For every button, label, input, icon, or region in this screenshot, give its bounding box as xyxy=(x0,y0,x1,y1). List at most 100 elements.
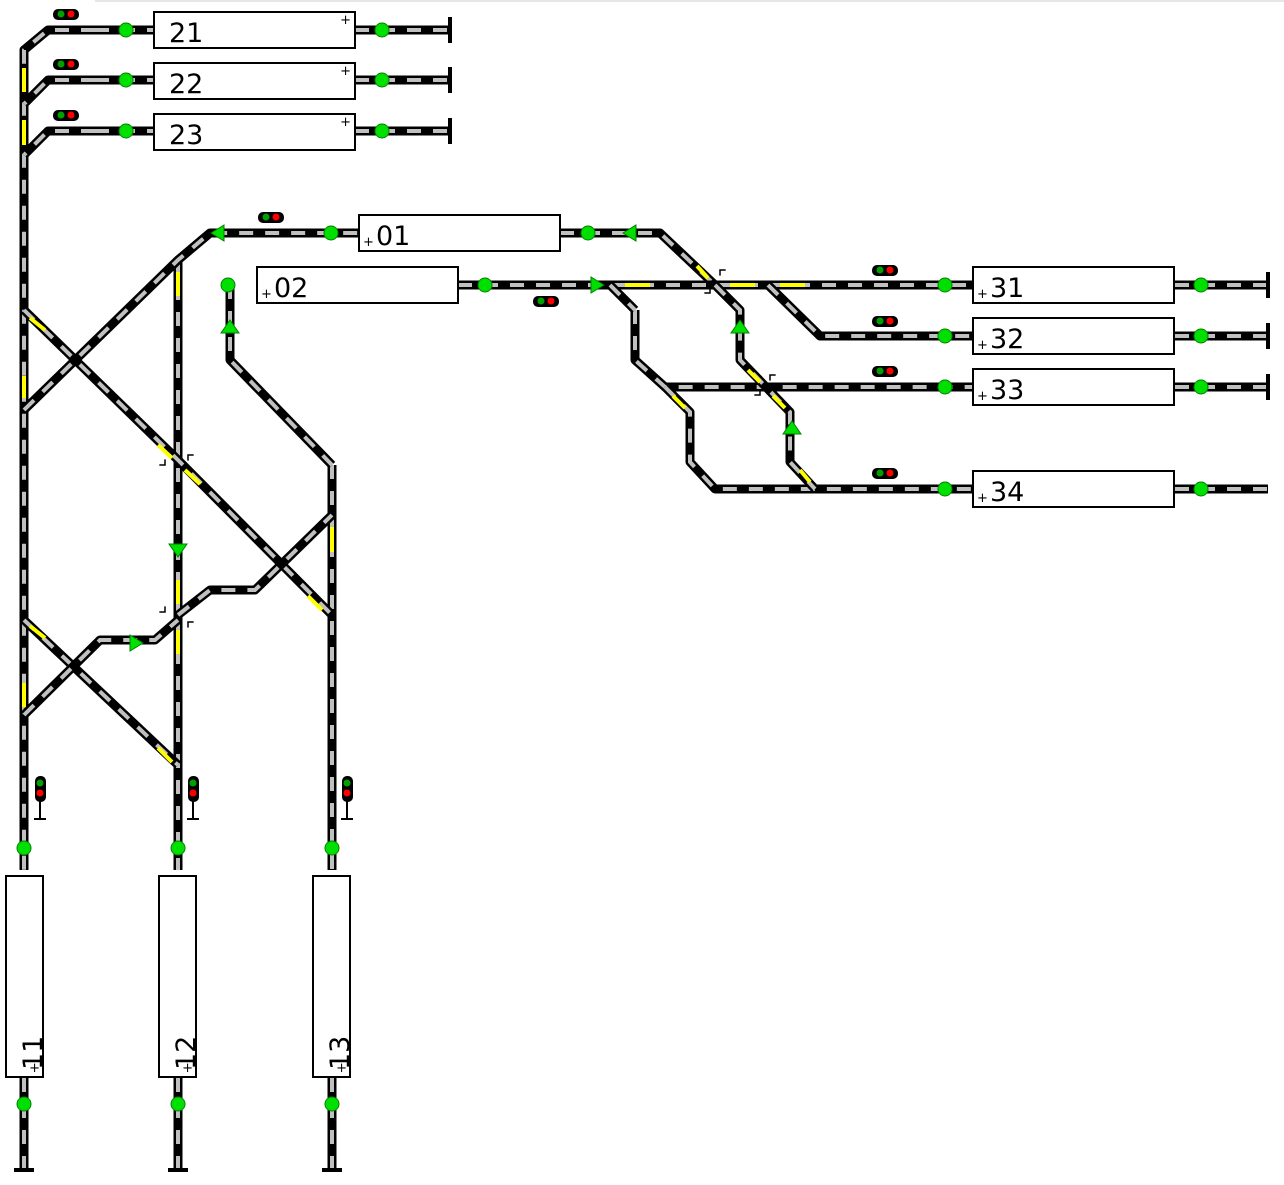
sensor-dot xyxy=(374,72,390,88)
route-20 xyxy=(746,368,762,384)
switch-tick-1 xyxy=(159,459,166,466)
signal-group xyxy=(16,9,1209,1112)
track-diag-e-dashes xyxy=(22,618,180,717)
track-diag-e xyxy=(20,616,181,719)
block-11[interactable]: 11 + xyxy=(5,875,49,1078)
block-12-plus: + xyxy=(182,1061,193,1076)
signal-32-green-lamp xyxy=(876,317,884,325)
signal-22-green-lamp xyxy=(57,60,65,68)
arrow-yard-up2-icon xyxy=(782,420,802,435)
signal-13-red-lamp xyxy=(343,789,351,797)
block-02-label: 02 xyxy=(274,273,309,304)
sensor-dot xyxy=(323,225,339,241)
signal-33 xyxy=(872,366,898,377)
signal-34-red-lamp xyxy=(886,469,894,477)
block-32-plus: + xyxy=(977,338,988,353)
signal-11-green-lamp xyxy=(36,779,44,787)
signal-11-red-lamp xyxy=(36,789,44,797)
sensor-dot xyxy=(374,123,390,139)
arrow-01-left-icon xyxy=(210,224,225,242)
track-diag-b xyxy=(20,228,358,414)
signal-02-red-lamp xyxy=(547,297,555,305)
block-13-plus: + xyxy=(336,1061,347,1076)
track-02-curve xyxy=(225,285,336,469)
top-border xyxy=(95,0,1284,2)
block-22[interactable]: 22 + xyxy=(153,62,356,100)
sensor-dot xyxy=(170,840,186,856)
route-21 xyxy=(771,394,787,410)
track-diag-c xyxy=(175,511,336,619)
block-02-plus: + xyxy=(261,287,272,302)
sensor-dot xyxy=(170,1096,186,1112)
arrow-02-up-icon xyxy=(220,319,240,334)
signal-23-green-lamp xyxy=(57,111,65,119)
block-31-plus: + xyxy=(977,287,988,302)
block-23-label: 23 xyxy=(169,120,204,151)
route-19 xyxy=(671,394,687,410)
block-01-plus: + xyxy=(363,235,374,250)
block-01-label: 01 xyxy=(376,221,411,252)
block-22-plus: + xyxy=(340,64,351,79)
track-group xyxy=(14,17,1270,1172)
switch-tick-4 xyxy=(187,621,194,628)
signal-31-red-lamp xyxy=(886,266,894,274)
block-32[interactable]: 32 + xyxy=(972,317,1175,355)
sensor-dot xyxy=(937,379,953,395)
block-21[interactable]: 21 + xyxy=(153,11,356,49)
track-22 xyxy=(20,75,95,108)
track-23 xyxy=(20,126,95,159)
signal-33-red-lamp xyxy=(886,367,894,375)
arrow-12-down-icon xyxy=(168,543,188,558)
track-diag-d-dashes xyxy=(22,618,180,767)
signal-01-red-lamp xyxy=(272,213,280,221)
sensor-dot xyxy=(324,1096,340,1112)
route-6 xyxy=(156,443,174,460)
block-23[interactable]: 23 + xyxy=(153,113,356,151)
signal-21-red-lamp xyxy=(67,10,75,18)
sensor-dot xyxy=(937,328,953,344)
block-31[interactable]: 31 + xyxy=(972,266,1175,304)
route-18 xyxy=(695,264,710,280)
track-32-in xyxy=(764,281,972,341)
track-01-exit xyxy=(560,228,719,289)
sensor-dot xyxy=(324,840,340,856)
signal-32 xyxy=(872,316,898,327)
block-12[interactable]: 12 + xyxy=(158,875,202,1078)
signal-34-green-lamp xyxy=(876,469,884,477)
signal-02-green-lamp xyxy=(537,297,545,305)
sensor-dot xyxy=(937,277,953,293)
block-13[interactable]: 13 + xyxy=(312,875,356,1078)
track-diag-a-dashes xyxy=(22,308,334,617)
signal-32-red-lamp xyxy=(886,317,894,325)
route-7 xyxy=(183,468,202,486)
block-34-plus: + xyxy=(977,491,988,506)
block-11-plus: + xyxy=(29,1061,40,1076)
signal-21 xyxy=(53,9,79,20)
block-33[interactable]: 33 + xyxy=(972,368,1175,406)
signal-12-green-lamp xyxy=(189,779,197,787)
sensor-dot xyxy=(580,225,596,241)
signal-01-green-lamp xyxy=(262,213,270,221)
sensor-dot xyxy=(1193,379,1209,395)
block-02[interactable]: 02 + xyxy=(256,266,459,304)
block-32-label: 32 xyxy=(990,324,1025,355)
route-12 xyxy=(28,624,47,640)
route-22 xyxy=(798,468,812,484)
block-33-label: 33 xyxy=(990,375,1025,406)
track-33-branch-dashes xyxy=(608,283,637,312)
signal-01 xyxy=(258,212,284,223)
block-34-label: 34 xyxy=(990,477,1025,508)
switch-tick-6 xyxy=(719,269,726,276)
block-23-plus: + xyxy=(340,115,351,130)
signal-23 xyxy=(53,110,79,121)
sensor-dot xyxy=(1193,481,1209,497)
block-01[interactable]: 01 + xyxy=(358,214,561,252)
block-34[interactable]: 34 + xyxy=(972,470,1175,508)
arrow-yard-up-icon xyxy=(730,319,750,334)
sensor-dot xyxy=(16,840,32,856)
arrow-01-exit-left-icon xyxy=(622,224,637,242)
switch-tick-5 xyxy=(704,287,711,294)
track-diag-c-dashes xyxy=(176,513,334,617)
signal-02 xyxy=(533,296,559,307)
